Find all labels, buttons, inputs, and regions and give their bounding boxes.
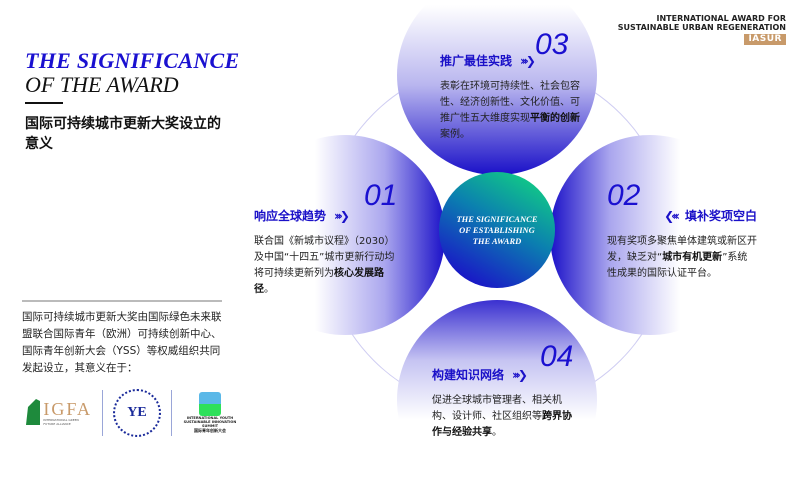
item-title: 推广最佳实践: [440, 54, 513, 68]
divider: [102, 390, 103, 436]
item-04: 04 构建知识网络 ›››❯ 促进全球城市管理者、相关机构、设计师、社区组织等跨界…: [432, 340, 580, 441]
item-number: 01: [364, 179, 398, 212]
item-03: 03 推广最佳实践 ›››❯ 表彰在环境可持续性、社会包容性、经济创新性、文化价值…: [440, 28, 585, 143]
item-text: 促进全球城市管理者、相关机构、设计师、社区组织等跨界协作与经验共享。: [432, 395, 572, 438]
yss-mark-icon: [199, 392, 221, 416]
item-number: 02: [607, 179, 641, 212]
chevron-right-icon: ›››❯: [520, 53, 536, 68]
title-en-line2: OF THE AWARD: [25, 72, 179, 97]
chevron-right-icon: ›››❯: [512, 367, 528, 382]
brand-line2: SUSTAINABLE URBAN REGENERATION: [617, 23, 786, 32]
item-text: 现有奖项多聚焦单体建筑或新区开发，缺乏对“城市有机更新”系统性成果的国际认证平台…: [607, 236, 757, 279]
divider: [22, 300, 222, 302]
center-circle: THE SIGNIFICANCE OF ESTABLISHING THE AWA…: [439, 172, 555, 288]
item-number: 03: [535, 28, 569, 61]
brand-header: INTERNATIONAL AWARD FOR SUSTAINABLE URBA…: [618, 14, 786, 45]
circle-04: [397, 300, 597, 500]
yss-text: INTERNATIONAL YOUTH SUSTAINABLE INNOVATI…: [183, 416, 237, 428]
igfa-sub: INTERNATIONAL GREEN FUTURE ALLIANCE: [43, 418, 79, 426]
item-title: 响应全球趋势: [254, 209, 327, 223]
iasur-badge: IASUR: [744, 34, 786, 45]
item-02: 02 ❮‹‹‹ 填补奖项空白 现有奖项多聚焦单体建筑或新区开发，缺乏对“城市有机更…: [607, 179, 757, 282]
lion-icon: [26, 399, 41, 425]
yss-logo: INTERNATIONAL YOUTH SUSTAINABLE INNOVATI…: [182, 392, 238, 434]
divider: [25, 102, 63, 104]
item-text: 联合国《新城市议程》（2030）及中国“十四五”城市更新行动均将可持续更新列为核…: [254, 236, 395, 295]
item-number: 04: [540, 340, 574, 373]
title-en-line1: THE SIGNIFICANCE: [25, 48, 240, 73]
brand-line1: INTERNATIONAL AWARD FOR: [656, 14, 786, 23]
ye-text: YE: [127, 405, 147, 420]
item-text: 表彰在环境可持续性、社会包容性、经济创新性、文化价值、可推广性五大维度实现平衡的…: [440, 81, 580, 140]
intro-text: 国际可持续城市更新大奖由国际绿色未来联盟联合国际青年（欧洲）可持续创新中心、国际…: [22, 311, 222, 374]
chevron-left-icon: ❮‹‹‹: [664, 208, 680, 223]
ye-logo: YE: [113, 389, 161, 437]
item-01: 01 响应全球趋势 ›››❯ 联合国《新城市议程》（2030）及中国“十四五”城市…: [254, 179, 402, 298]
circle-03: [397, 0, 597, 175]
divider: [171, 390, 172, 436]
chevron-right-icon: ›››❯: [334, 208, 350, 223]
item-title: 填补奖项空白: [684, 209, 757, 223]
title-cn: 国际可持续城市更新大奖设立的意义: [25, 116, 221, 152]
item-title: 构建知识网络: [432, 368, 505, 382]
partner-logos: IGFA INTERNATIONAL GREEN FUTURE ALLIANCE…: [22, 388, 242, 438]
center-text: THE SIGNIFICANCE OF ESTABLISHING THE AWA…: [456, 213, 538, 246]
circle-01: [245, 135, 445, 335]
igfa-text: IGFA: [43, 399, 92, 419]
yss-cn: 国际青年创新大会: [194, 428, 226, 433]
igfa-logo: IGFA INTERNATIONAL GREEN FUTURE ALLIANCE: [22, 395, 92, 431]
circle-02: [550, 135, 750, 335]
